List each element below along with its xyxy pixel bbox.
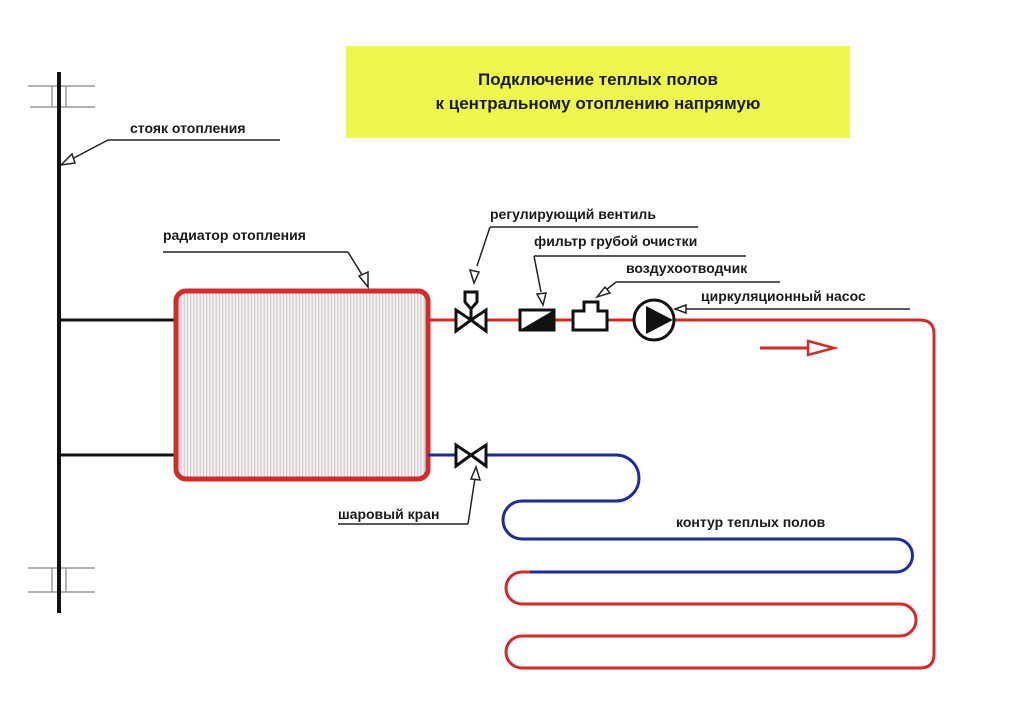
label-control-valve: регулирующий вентиль: [490, 206, 656, 222]
flow-direction-arrow-icon: [760, 339, 839, 357]
label-circulation-pump: циркуляционный насос: [701, 288, 866, 304]
leader-ball-valve: [467, 477, 476, 525]
coarse-filter-icon: [518, 308, 556, 332]
air-vent-icon: [571, 300, 609, 332]
arrowhead-ball-valve: [469, 464, 482, 481]
arrowhead-riser: [58, 152, 76, 167]
leader-coarse-filter: [533, 255, 542, 293]
label-air-vent: воздухоотводчик: [626, 260, 748, 276]
title-box: Подключение теплых полов к центральному …: [346, 46, 850, 138]
label-ball-valve: шаровый кран: [338, 506, 439, 522]
ball-valve-icon: [454, 442, 488, 469]
circulation-pump-icon: [632, 298, 676, 342]
arrowhead-circulation-pump: [672, 303, 687, 315]
label-riser: стояк отопления: [130, 120, 246, 136]
title-line-1: Подключение теплых полов: [478, 70, 718, 89]
arrowhead-coarse-filter: [535, 292, 547, 308]
arrowhead-air-vent: [594, 285, 612, 299]
leader-air-vent: [605, 281, 617, 291]
leader-control-valve: [476, 226, 491, 267]
radiator-fins: [180, 291, 428, 479]
title-line-2: к центральному отоплению напрямую: [435, 94, 761, 113]
leader-radiator: [347, 251, 365, 279]
control-valve-icon: [454, 290, 488, 334]
arrowhead-radiator: [357, 270, 369, 290]
label-radiator: радиатор отопления: [163, 227, 306, 243]
leader-riser: [69, 139, 109, 161]
floor-slab-top: [28, 85, 95, 108]
cold-return-pipe: [428, 453, 914, 574]
label-coarse-filter: фильтр грубой очистки: [534, 233, 697, 249]
floor-slab-bottom: [28, 567, 95, 593]
arrowhead-control-valve: [468, 268, 481, 286]
label-floor-loop: контур теплых полов: [676, 514, 826, 530]
hot-supply-pipe: [428, 318, 936, 670]
radiator: [173, 288, 431, 482]
